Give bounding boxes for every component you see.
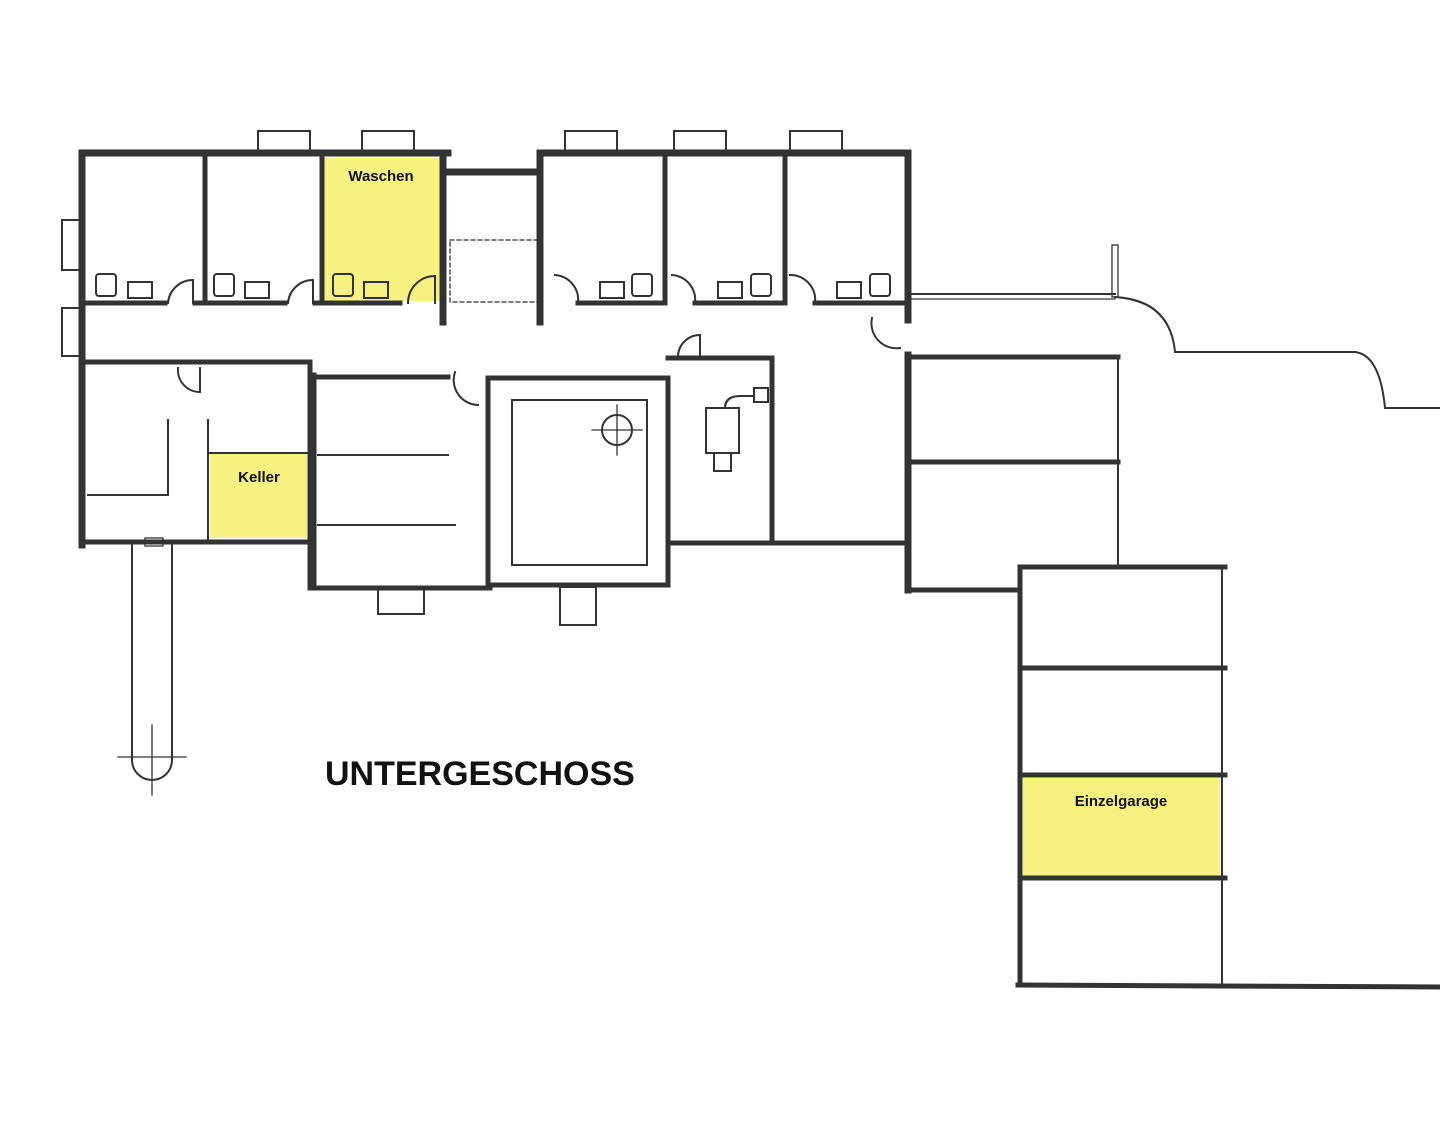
room-label-keller: Keller xyxy=(238,469,280,486)
room-keller-fill xyxy=(210,454,307,538)
room-label-waschen: Waschen xyxy=(348,168,413,185)
room-label-einzelgarage: Einzelgarage xyxy=(1075,793,1168,810)
room-waschen-fill xyxy=(323,158,440,301)
interior-walls xyxy=(79,152,908,591)
top-windows xyxy=(61,130,843,626)
room-einzelgarage-fill xyxy=(1023,778,1220,876)
terrace-outline xyxy=(909,244,1440,409)
floor-title: UNTERGESCHOSS xyxy=(325,755,635,793)
fixtures xyxy=(95,273,891,299)
doors xyxy=(166,239,902,407)
ramp xyxy=(117,537,187,796)
garage-block xyxy=(909,354,1440,990)
